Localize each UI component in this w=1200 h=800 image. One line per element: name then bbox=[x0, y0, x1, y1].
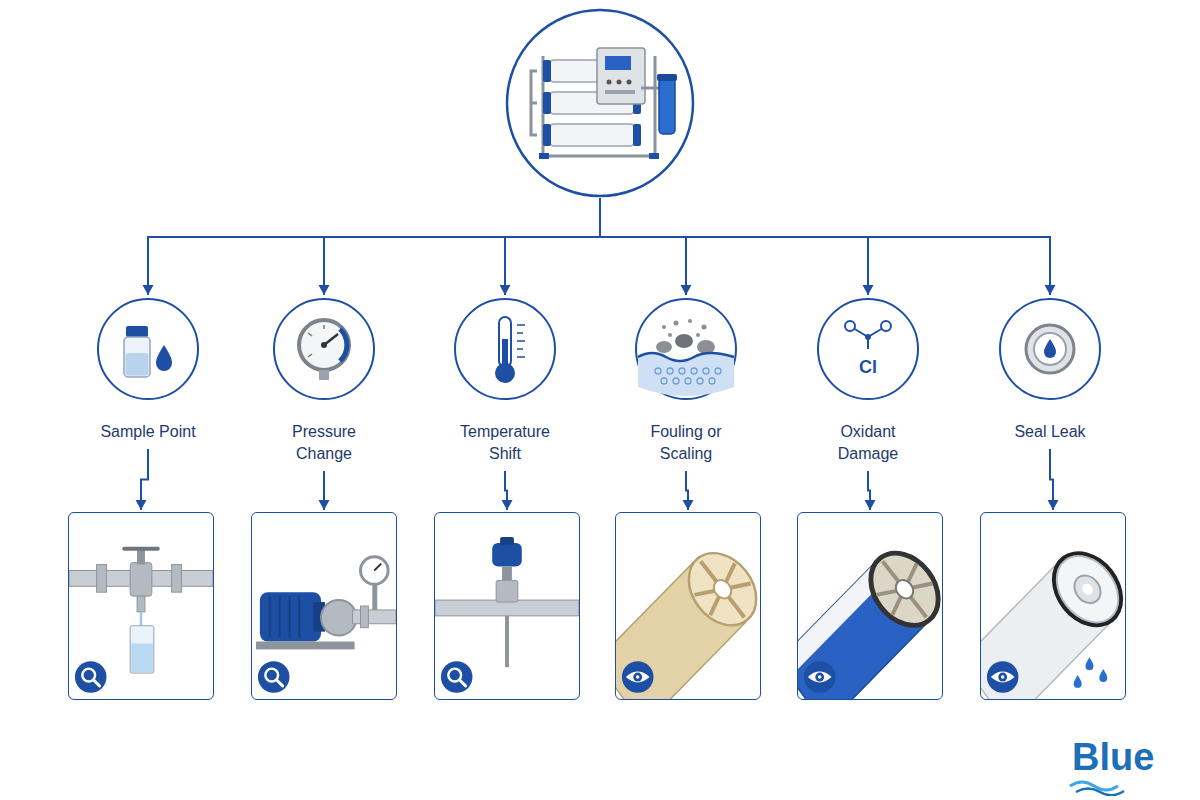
issue-label: Sample Point bbox=[78, 421, 218, 443]
arrowhead bbox=[1045, 285, 1056, 295]
component-panel bbox=[980, 512, 1126, 700]
arrowhead bbox=[319, 285, 330, 295]
system-circle bbox=[505, 8, 695, 198]
issue-label: Seal Leak bbox=[980, 421, 1120, 443]
arrowhead bbox=[143, 285, 154, 295]
component-panel bbox=[434, 512, 580, 700]
arrowhead bbox=[865, 500, 876, 510]
issue-circle: Seal Leak bbox=[980, 297, 1120, 443]
brand-logo: Blue bbox=[1072, 736, 1154, 778]
gauge-icon bbox=[272, 297, 376, 401]
foul-illustration bbox=[616, 513, 760, 699]
arrowhead bbox=[319, 500, 330, 510]
issue-circle: Sample Point bbox=[78, 297, 218, 443]
seal-icon bbox=[998, 297, 1102, 401]
connector bbox=[505, 198, 600, 295]
arrowhead bbox=[500, 285, 511, 295]
arrowhead bbox=[863, 285, 874, 295]
ro-system-illustration bbox=[505, 8, 695, 198]
issue-circle: Pressure Change bbox=[254, 297, 394, 465]
connector bbox=[148, 198, 600, 295]
issue-label: Pressure Change bbox=[279, 421, 369, 465]
oxid-illustration bbox=[798, 513, 942, 699]
arrowhead bbox=[136, 500, 147, 510]
connector bbox=[600, 198, 868, 295]
thermo-icon bbox=[453, 297, 557, 401]
component-panel bbox=[797, 512, 943, 700]
issue-label: Oxidant Damage bbox=[823, 421, 913, 465]
component-panel bbox=[68, 512, 214, 700]
arrowhead bbox=[1048, 500, 1059, 510]
issue-circle: Temperature Shift bbox=[435, 297, 575, 465]
tap-illustration bbox=[69, 513, 213, 699]
chemical-symbol: Cl bbox=[798, 356, 938, 378]
arrowhead bbox=[681, 285, 692, 295]
sample-icon bbox=[96, 297, 200, 401]
issue-circle: ClOxidant Damage bbox=[798, 297, 938, 465]
component-panel bbox=[615, 512, 761, 700]
connector bbox=[600, 198, 686, 295]
issue-label: Temperature Shift bbox=[450, 421, 560, 465]
component-panel bbox=[251, 512, 397, 700]
arrowhead bbox=[502, 500, 513, 510]
issue-circle: Fouling or Scaling bbox=[616, 297, 756, 465]
oxidant-icon bbox=[816, 297, 920, 401]
connector bbox=[600, 198, 1050, 295]
connector bbox=[324, 198, 600, 295]
fouling-icon bbox=[634, 297, 738, 401]
pump-illustration bbox=[252, 513, 396, 699]
seal-illustration bbox=[981, 513, 1125, 699]
logo-wave bbox=[1068, 776, 1128, 796]
arrowhead bbox=[683, 500, 694, 510]
temp-illustration bbox=[435, 513, 579, 699]
issue-label: Fouling or Scaling bbox=[636, 421, 736, 465]
